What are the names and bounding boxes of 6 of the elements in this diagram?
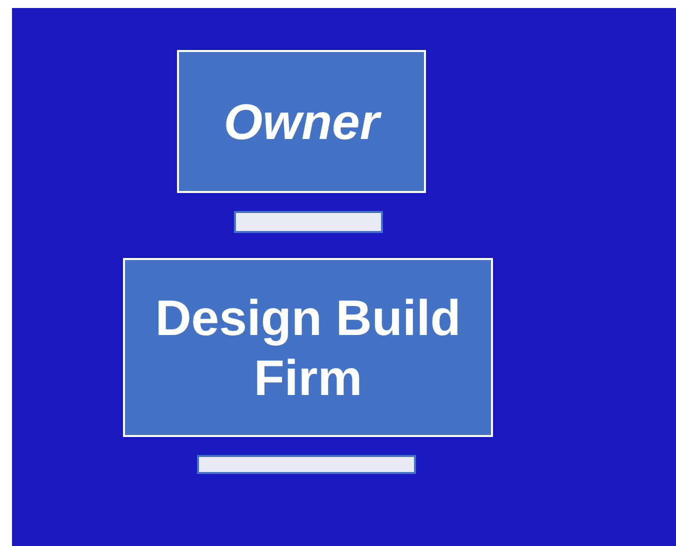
role-box [123,258,493,437]
blank-bar [197,455,416,474]
role-label: Owner [222,92,382,152]
blank-bar [234,211,383,233]
role-box [177,50,426,193]
role-label: Design Build Firm [154,288,462,408]
